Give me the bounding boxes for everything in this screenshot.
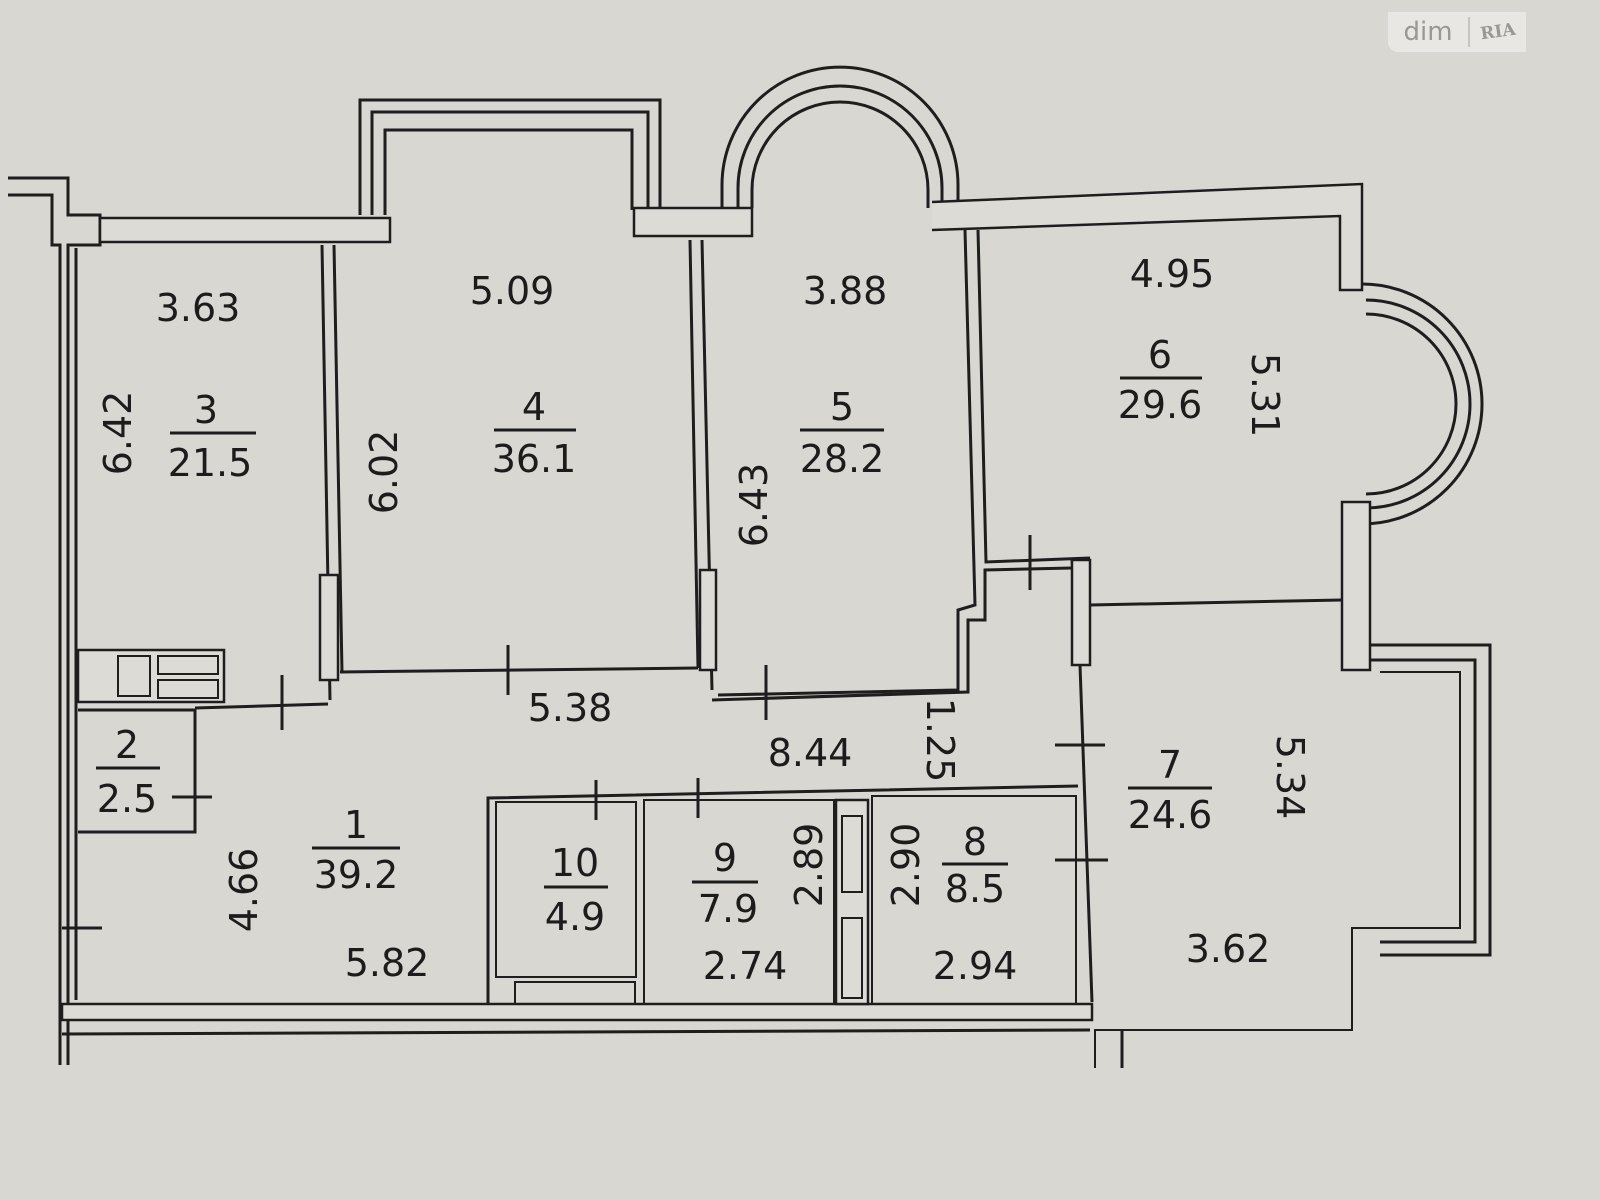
room-6-label: 6 29.6 bbox=[1118, 333, 1203, 427]
room-number: 2 bbox=[115, 723, 139, 767]
room-2-label: 2 2.5 bbox=[96, 723, 160, 821]
room-area: 24.6 bbox=[1128, 793, 1213, 837]
dim-room4-length: 6.02 bbox=[362, 430, 406, 515]
room-1-label: 1 39.2 bbox=[312, 803, 400, 897]
dim-room3-width: 3.63 bbox=[156, 286, 241, 330]
room-number: 9 bbox=[713, 836, 737, 880]
room-number: 10 bbox=[551, 841, 599, 885]
dim-room1-length: 4.66 bbox=[222, 848, 266, 933]
room-area: 7.9 bbox=[698, 887, 758, 931]
room-number: 1 bbox=[344, 803, 368, 847]
room-3-label: 3 21.5 bbox=[168, 388, 256, 485]
room-number: 5 bbox=[830, 385, 854, 429]
room-area: 36.1 bbox=[492, 437, 577, 481]
room-7-label: 7 24.6 bbox=[1128, 743, 1213, 837]
dim-room5-length: 6.43 bbox=[732, 463, 776, 548]
dim-room3-length: 6.42 bbox=[96, 391, 140, 476]
room-area: 39.2 bbox=[314, 853, 399, 897]
dim-room8-length: 2.90 bbox=[884, 823, 928, 908]
walls bbox=[8, 65, 1492, 1068]
room-5-label: 5 28.2 bbox=[800, 385, 885, 481]
room-number: 7 bbox=[1158, 743, 1182, 787]
room-area: 8.5 bbox=[945, 867, 1005, 911]
dim-hall-corridor: 8.44 bbox=[768, 731, 853, 775]
logo-dim-text: dim bbox=[1388, 17, 1470, 47]
dim-hall-upper: 5.38 bbox=[528, 686, 613, 730]
dim-room9-length: 2.89 bbox=[787, 823, 831, 908]
room-area: 29.6 bbox=[1118, 383, 1203, 427]
dim-hall-corridor-width: 1.25 bbox=[918, 698, 962, 783]
room-area: 21.5 bbox=[168, 441, 253, 485]
room-8-label: 8 8.5 bbox=[942, 820, 1008, 911]
room-area: 4.9 bbox=[545, 895, 605, 939]
dim-room7-width: 3.62 bbox=[1186, 927, 1271, 971]
room-number: 6 bbox=[1148, 333, 1172, 377]
dim-room4-width: 5.09 bbox=[470, 269, 555, 313]
room-4-label: 4 36.1 bbox=[492, 385, 577, 481]
room-9-label: 9 7.9 bbox=[692, 836, 758, 931]
room-area: 2.5 bbox=[97, 777, 157, 821]
dim-ria-logo[interactable]: dim RIA bbox=[1388, 12, 1526, 52]
room-number: 4 bbox=[522, 385, 546, 429]
room-area: 28.2 bbox=[800, 437, 885, 481]
dimension-labels: 3.63 5.09 3.88 4.95 5.38 8.44 5.82 2.74 … bbox=[96, 252, 1312, 988]
dim-room8-width: 2.94 bbox=[933, 944, 1018, 988]
room-10-label: 10 4.9 bbox=[544, 841, 608, 939]
room-number: 3 bbox=[194, 388, 218, 432]
room-number: 8 bbox=[963, 820, 987, 864]
dim-room7-length: 5.34 bbox=[1268, 735, 1312, 820]
logo-ria-text: RIA bbox=[1479, 19, 1517, 45]
dim-room6-length: 5.31 bbox=[1243, 353, 1287, 438]
dim-room1-width: 5.82 bbox=[345, 941, 430, 985]
dim-room6-width: 4.95 bbox=[1130, 252, 1215, 296]
dim-room5-width: 3.88 bbox=[803, 269, 888, 313]
dim-room9-width: 2.74 bbox=[703, 944, 788, 988]
